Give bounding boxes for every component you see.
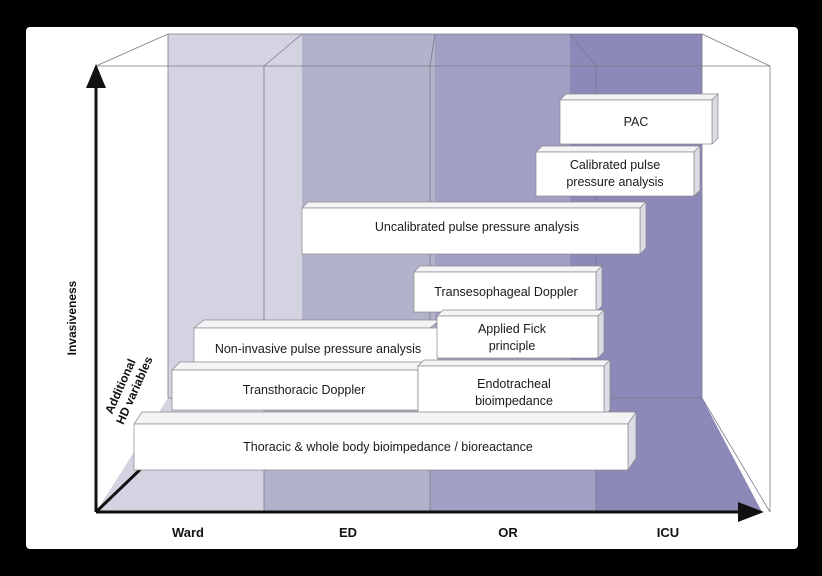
- icu-side-wall: [702, 34, 770, 512]
- block-thoracic: Thoracic & whole body bioimpedance / bio…: [133, 410, 637, 472]
- x-axis-arrowhead: [738, 502, 764, 522]
- column-label-ed: ED: [339, 525, 357, 540]
- floor-icu: [596, 398, 762, 512]
- block-tee-line1: Transesophageal Doppler: [434, 285, 577, 299]
- block-fick-line2: principle: [489, 339, 536, 353]
- block-endo: Endotracheal bioimpedance: [417, 359, 611, 417]
- block-thoracic-line1: Thoracic & whole body bioimpedance / bio…: [243, 440, 533, 454]
- block-pac: PAC: [559, 93, 719, 145]
- y-axis-label: Invasiveness: [65, 280, 79, 355]
- block-uncalibrated-line1: Uncalibrated pulse pressure analysis: [375, 220, 579, 234]
- block-uncalibrated: Uncalibrated pulse pressure analysis: [301, 201, 647, 255]
- column-label-icu: ICU: [657, 525, 679, 540]
- y-axis-arrowhead: [86, 64, 106, 88]
- block-endo-line2: bioimpedance: [475, 394, 553, 408]
- block-calibrated-line2: pressure analysis: [566, 175, 663, 189]
- block-ttd-line1: Transthoracic Doppler: [243, 383, 366, 397]
- column-label-or: OR: [498, 525, 518, 540]
- block-endo-line1: Endotracheal: [477, 377, 551, 391]
- block-fick-line1: Applied Fick: [478, 322, 547, 336]
- block-tee: Transesophageal Doppler: [413, 265, 603, 313]
- block-nipp-line1: Non-invasive pulse pressure analysis: [215, 342, 421, 356]
- block-pac-line1: PAC: [624, 115, 649, 129]
- block-calibrated: Calibrated pulse pressure analysis: [535, 145, 701, 197]
- block-calibrated-line1: Calibrated pulse: [570, 158, 660, 172]
- column-label-ward: Ward: [172, 525, 204, 540]
- block-nipp: Non-invasive pulse pressure analysis: [193, 319, 441, 369]
- block-fick: Applied Fick principle: [436, 309, 605, 359]
- technique-blocks: PAC Calibrated pulse pressure analysis U…: [133, 93, 719, 472]
- block-ttd: Transthoracic Doppler: [171, 361, 427, 411]
